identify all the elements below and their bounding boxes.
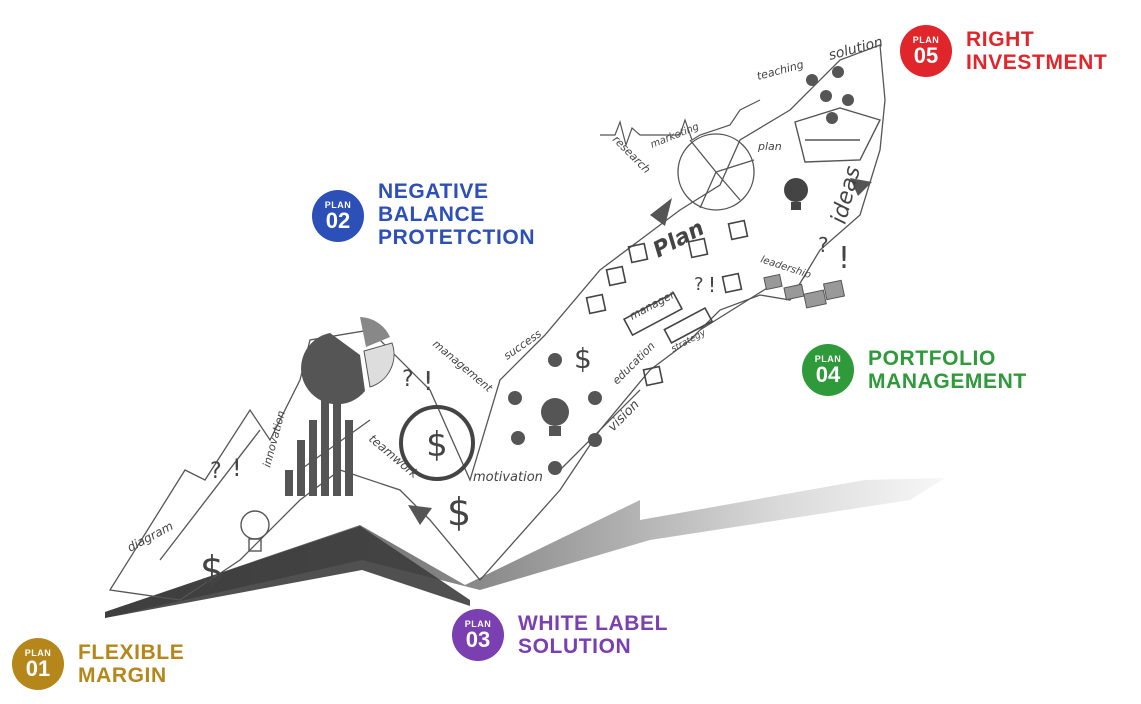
plan-02-badge: PLAN 02 [312,190,364,242]
leadership-stairs-icon [763,273,846,309]
plan-01-number: 01 [25,656,51,681]
word-ideas: ideas [827,164,866,227]
svg-text:!: ! [838,241,850,276]
plan-01-word: PLAN [24,648,52,658]
plan-02-word: PLAN [324,200,352,210]
plan-03-number: 03 [465,627,491,652]
word-management: management [430,337,495,395]
dollar-icons: $ $ $ [200,342,592,592]
plan-05: PLAN 05 RIGHT INVESTMENT [900,25,1107,77]
word-teamwork: teamwork [366,432,422,482]
arrow-heads [408,178,872,525]
lightbulb-network-icon [508,353,602,475]
floating-bulbs-icon [806,66,854,124]
word-motivation: motivation [473,470,543,485]
plan-05-word: PLAN [912,35,940,45]
plan-01-line-2: MARGIN [78,664,167,687]
strategy-boxes [585,219,749,387]
plan-05-line-2: INVESTMENT [966,51,1108,74]
svg-text:$: $ [426,425,448,465]
word-research: research [610,133,653,176]
pie-chart-sketch-icon [677,133,755,211]
svg-text:$: $ [447,490,471,534]
plan-05-line-1: RIGHT [966,28,1035,51]
svg-text:?: ? [210,459,222,484]
plan-02-line-1: NEGATIVE [378,180,489,203]
plan-02: PLAN 02 NEGATIVE BALANCE PROTETCTION [312,180,535,249]
plan-04: PLAN 04 PORTFOLIO MANAGEMENT [802,344,1027,396]
plan-02-number: 02 [325,208,351,233]
small-lightbulb-icon [240,510,270,552]
plan-04-title: PORTFOLIO MANAGEMENT [868,347,1027,393]
plan-04-line-2: MANAGEMENT [868,370,1027,393]
plan-02-line-2: BALANCE [378,203,485,226]
svg-text:?: ? [402,367,414,392]
svg-text:?: ? [694,274,704,295]
word-manager: manager [627,287,678,322]
plan-05-number: 05 [913,43,939,68]
pie-chart-icon [301,317,395,405]
word-plan-small: plan [757,140,782,153]
shadow-arrow [105,478,945,618]
plan-01-badge: PLAN 01 [12,638,64,690]
heartbeat-line [600,99,761,148]
word-solution: solution [827,34,885,64]
word-education: education [610,339,658,387]
plan-05-title: RIGHT INVESTMENT [966,28,1107,74]
plan-02-title: NEGATIVE BALANCE PROTETCTION [378,180,535,249]
word-teaching: teaching [755,58,805,83]
plan-02-line-3: PROTETCTION [378,226,536,249]
question-marks: ?! ?! ?! ?! [210,233,850,484]
plan-03: PLAN 03 WHITE LABEL SOLUTION [452,609,668,661]
plan-03-word: PLAN [464,619,492,629]
plan-01-line-1: FLEXIBLE [78,641,185,664]
ideas-bulb-icon [784,178,808,210]
plan-04-word: PLAN [814,354,842,364]
bar-chart-icon [285,395,353,496]
plan-04-line-1: PORTFOLIO [868,347,996,370]
plan-04-badge: PLAN 04 [802,344,854,396]
svg-text:?: ? [818,233,829,257]
plan-01-title: FLEXIBLE MARGIN [78,641,184,687]
plan-03-line-2: SOLUTION [518,635,632,658]
svg-text:!: ! [423,367,433,397]
plan-03-badge: PLAN 03 [452,609,504,661]
idea-box-icon [794,107,881,163]
svg-text:!: ! [708,273,716,297]
word-innovation: innovation [260,409,288,468]
plan-03-title: WHITE LABEL SOLUTION [518,612,668,658]
svg-text:$: $ [574,342,592,375]
plan-04-number: 04 [815,362,841,387]
word-marketing: marketing [649,121,701,150]
team-circle-icon: $ [399,405,475,481]
plan-03-line-1: WHITE LABEL [518,612,669,635]
svg-text:$: $ [200,548,224,592]
plan-05-badge: PLAN 05 [900,25,952,77]
svg-text:!: ! [232,454,242,482]
plan-01: PLAN 01 FLEXIBLE MARGIN [12,638,184,690]
